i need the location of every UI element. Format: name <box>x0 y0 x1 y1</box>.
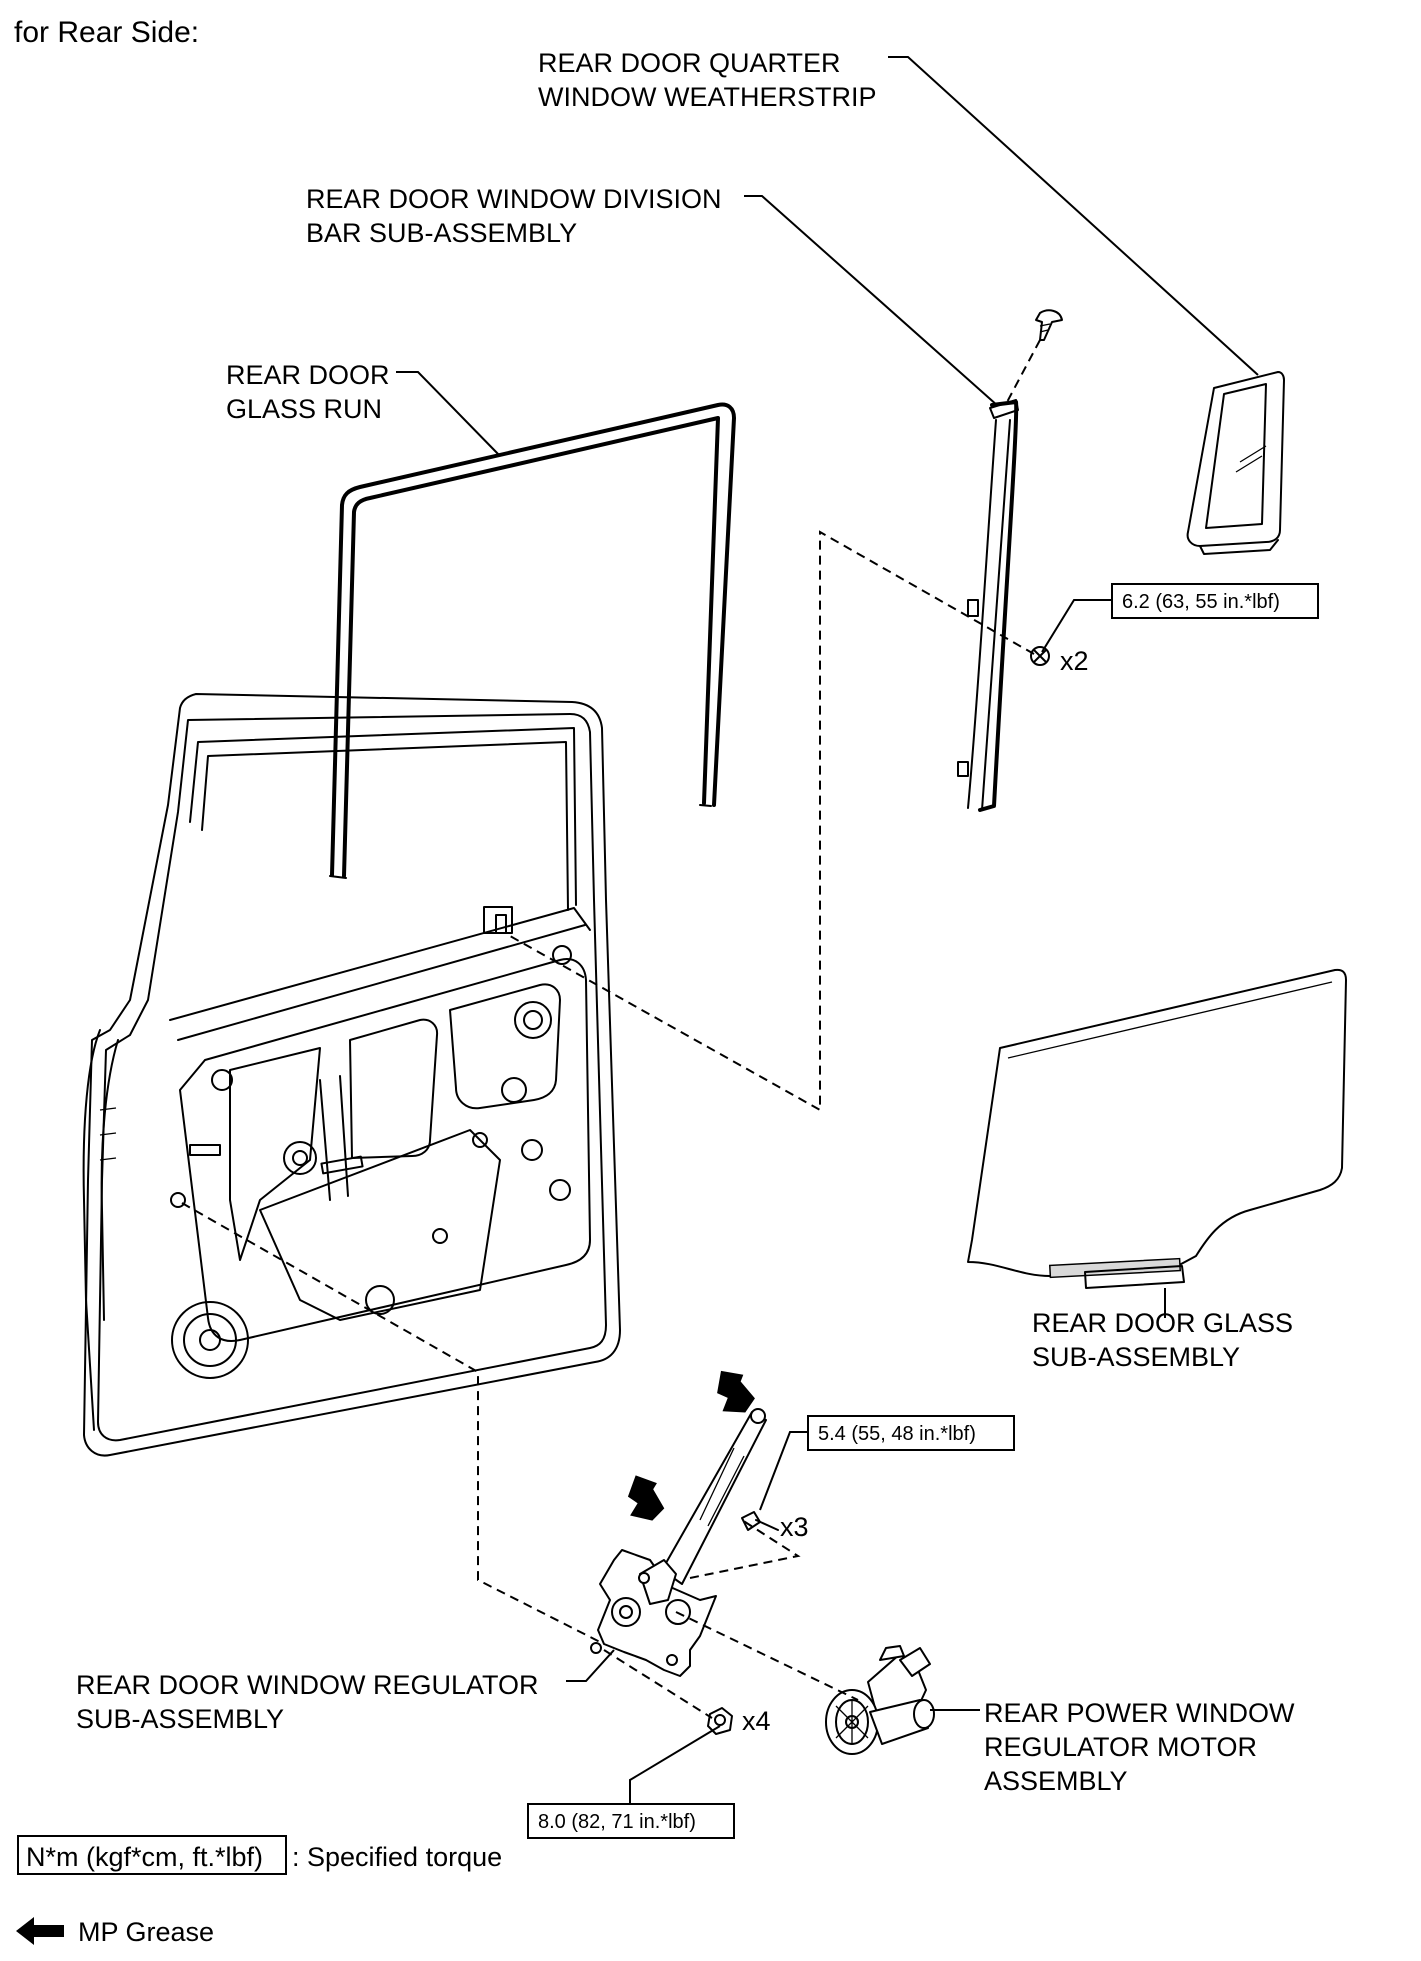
torque-box-regulator <box>807 1415 1015 1451</box>
label-division-bar-2: BAR SUB-ASSEMBLY <box>306 218 577 248</box>
label-motor-3: ASSEMBLY <box>984 1766 1128 1796</box>
rear-door-window-regulator <box>590 1370 767 1677</box>
legend-grease: MP Grease <box>78 1917 214 1947</box>
label-glass-1: REAR DOOR GLASS <box>1032 1308 1293 1338</box>
grease-arrow-icon <box>717 1370 755 1413</box>
legend-torque-desc: : Specified torque <box>292 1842 502 1872</box>
label-division-bar-1: REAR DOOR WINDOW DIVISION <box>306 184 722 214</box>
qty-motor: x4 <box>742 1706 771 1736</box>
leader-lines <box>396 56 1259 1804</box>
qty-regulator: x3 <box>780 1512 809 1542</box>
label-glass-2: SUB-ASSEMBLY <box>1032 1342 1240 1372</box>
label-motor-1: REAR POWER WINDOW <box>984 1698 1295 1728</box>
torque-box-motor <box>527 1803 735 1839</box>
legend-torque-unit: N*m (kgf*cm, ft.*lbf) <box>26 1842 263 1872</box>
label-regulator-2: SUB-ASSEMBLY <box>76 1704 284 1734</box>
label-glass-run-2: GLASS RUN <box>226 394 382 424</box>
torque-motor: 8.0 (82, 71 in.*lbf) <box>538 1811 696 1833</box>
label-regulator-1: REAR DOOR WINDOW REGULATOR <box>76 1670 539 1700</box>
rear-door-glass-run <box>329 402 736 879</box>
diagram-title: for Rear Side: <box>14 16 199 49</box>
torque-division-bar: 6.2 (63, 55 in.*lbf) <box>1122 591 1280 613</box>
bolt-icon <box>1030 646 1050 666</box>
bolt-icon <box>707 1707 733 1735</box>
black-arrow-icon <box>16 1917 64 1945</box>
assembly-lines <box>181 339 1041 1719</box>
label-glass-run-1: REAR DOOR <box>226 360 390 390</box>
label-motor-2: REGULATOR MOTOR <box>984 1732 1257 1762</box>
rear-door-panel <box>82 693 621 1457</box>
bolt-icon <box>741 1511 779 1531</box>
rear-door-window-division-bar <box>957 309 1063 812</box>
quarter-window-weatherstrip <box>1186 371 1285 555</box>
label-quarter-weatherstrip-1: REAR DOOR QUARTER <box>538 48 841 78</box>
torque-box-division-bar <box>1111 583 1319 619</box>
torque-regulator: 5.4 (55, 48 in.*lbf) <box>818 1423 976 1445</box>
qty-division-bar: x2 <box>1060 646 1089 676</box>
rear-door-glass <box>967 968 1347 1289</box>
legend: N*m (kgf*cm, ft.*lbf) : Specified torque… <box>16 1835 502 1947</box>
label-quarter-weatherstrip-2: WINDOW WEATHERSTRIP <box>538 82 876 112</box>
grease-arrow-icon <box>627 1475 665 1521</box>
legend-torque-box <box>17 1835 287 1875</box>
power-window-regulator-motor <box>825 1645 935 1755</box>
